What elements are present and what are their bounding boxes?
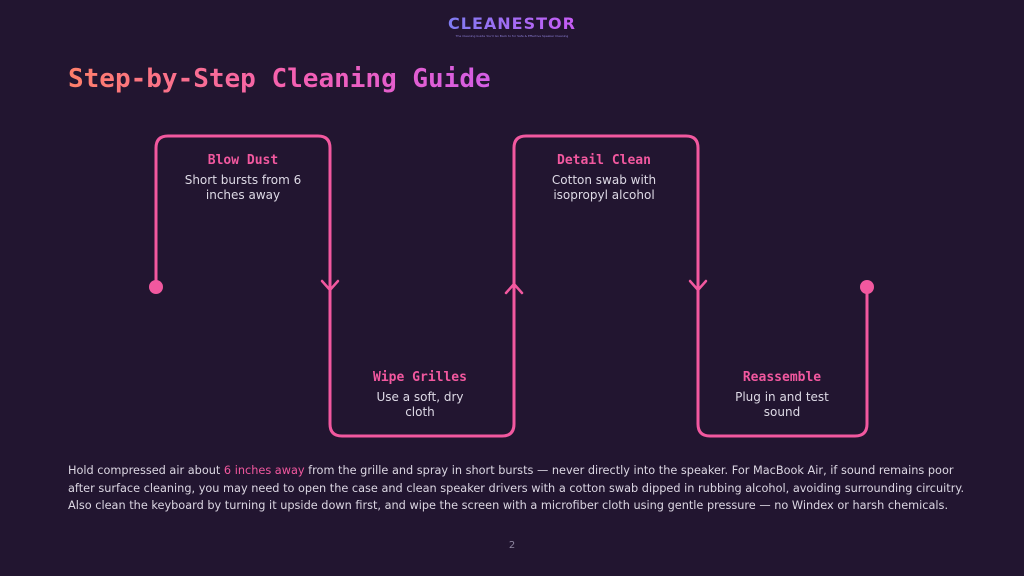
step-title: Reassemble [742,370,822,385]
body-paragraph: Hold compressed air about 6 inches away … [68,462,968,515]
step-wipe-grilles: Wipe Grilles Use a soft, dry cloth [330,370,510,420]
page-title: Step-by-Step Cleaning Guide [68,64,491,94]
step-description: Plug in and test sound [735,390,829,419]
flow-end-dot [860,280,874,294]
flow-path [154,134,869,438]
brand-header: CLEANESTOR The Cleaning Guide You'll Go … [0,14,1024,38]
step-title: Detail Clean [557,153,651,168]
arrow-down-icon [320,279,340,292]
flow-start-dot [149,280,163,294]
arrow-down-icon [688,279,708,292]
body-text-start: Hold compressed air about [68,464,224,477]
step-description: Short bursts from 6 inches away [184,173,302,202]
step-description: Use a soft, dry cloth [376,390,464,419]
step-detail-clean: Detail Clean Cotton swab with isopropyl … [514,153,694,203]
brand-logo: CLEANESTOR [448,14,576,33]
brand-tagline: The Cleaning Guide You'll Go Back to for… [455,34,569,38]
step-title: Wipe Grilles [373,370,467,385]
step-reassemble: Reassemble Plug in and test sound [692,370,872,420]
page-number: 2 [508,540,516,551]
step-description: Cotton swab with isopropyl alcohol [551,173,657,202]
step-blow-dust: Blow Dust Short bursts from 6 inches awa… [153,153,333,203]
body-highlight: 6 inches away [223,464,305,477]
body-text-end: from the grille and spray in short burst… [68,464,965,512]
arrow-up-icon [504,282,524,295]
step-title: Blow Dust [207,153,279,168]
